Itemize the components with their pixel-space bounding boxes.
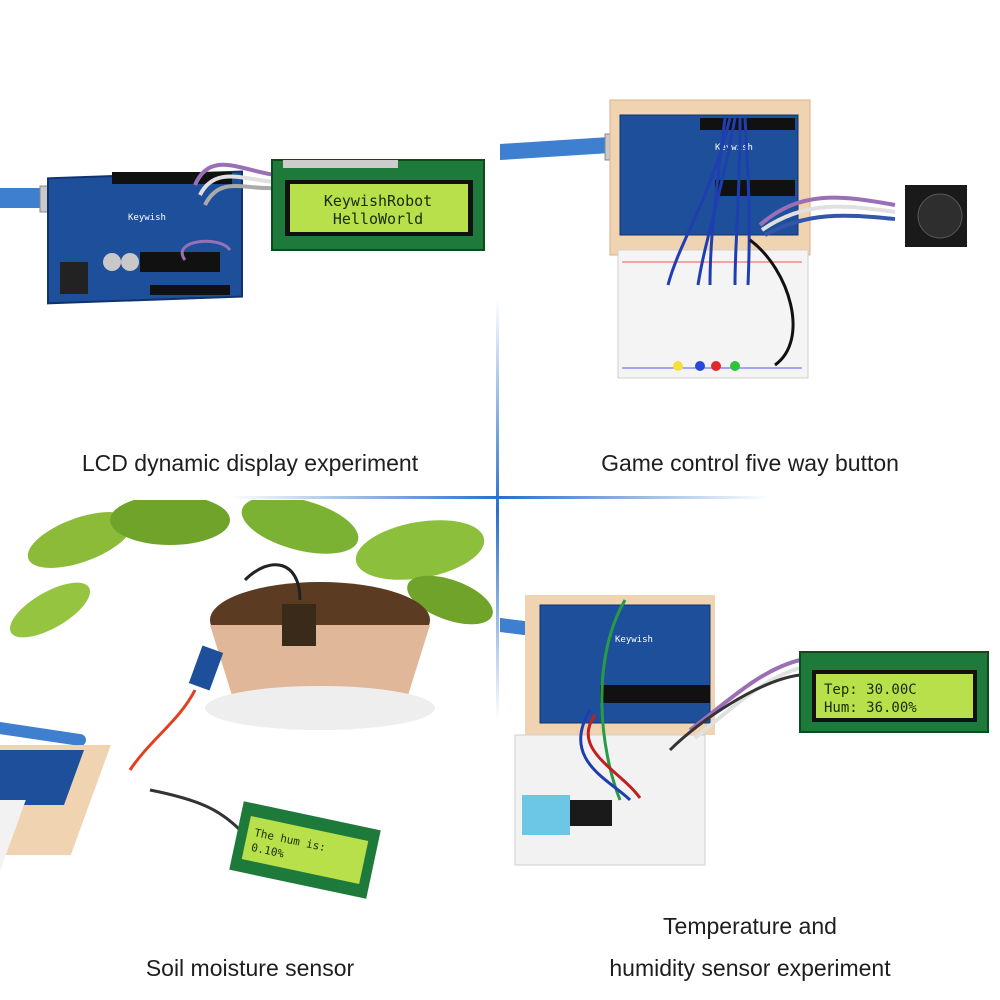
soil-moisture-photo: The hum is: 0.10% [0,495,493,899]
lcd-line-1: KeywishRobot [324,192,432,210]
temp-humidity-photo: Keywish Tep: 30.00C Hum: 36.00% [493,595,989,866]
dht11-sensor [522,795,570,835]
led-blue [695,361,705,371]
caption-lcd-display: LCD dynamic display experiment [81,450,419,476]
board-brand-label: Keywish [615,635,653,645]
caption-temp-humidity-line-2: humidity sensor experiment [609,955,891,981]
lcd-line-2: Hum: 36.00% [824,700,917,716]
panel-game-control: Keywish Game control five way button [492,0,1000,500]
caption-soil-moisture: Soil moisture sensor [145,955,355,981]
caption-temp-humidity-line-1: Temperature and [663,913,837,939]
board-brand-label: Keywish [128,213,166,223]
lcd-display-photo: Keywish KeywishRobot HelloWorld [0,159,485,305]
lcd-line-2: HelloWorld [333,210,423,228]
caption-game-control: Game control five way button [601,450,899,476]
game-control-photo: Keywish [492,99,967,379]
panel-temp-humidity: Keywish Tep: 30.00C Hum: 36.00% Temperat… [493,500,1000,1000]
led-green [730,361,740,371]
led-yellow [673,361,683,371]
board-brand-label: Keywish [715,143,753,153]
led-red [711,361,721,371]
panel-lcd-display: Keywish KeywishRobot HelloWorld LCD dyna… [0,0,500,500]
lcd-line-1: Tep: 30.00C [824,682,917,698]
horizontal-divider [230,496,770,499]
vertical-divider [496,300,499,720]
panel-soil-moisture: The hum is: 0.10% Soil moisture sensor [0,495,500,1000]
